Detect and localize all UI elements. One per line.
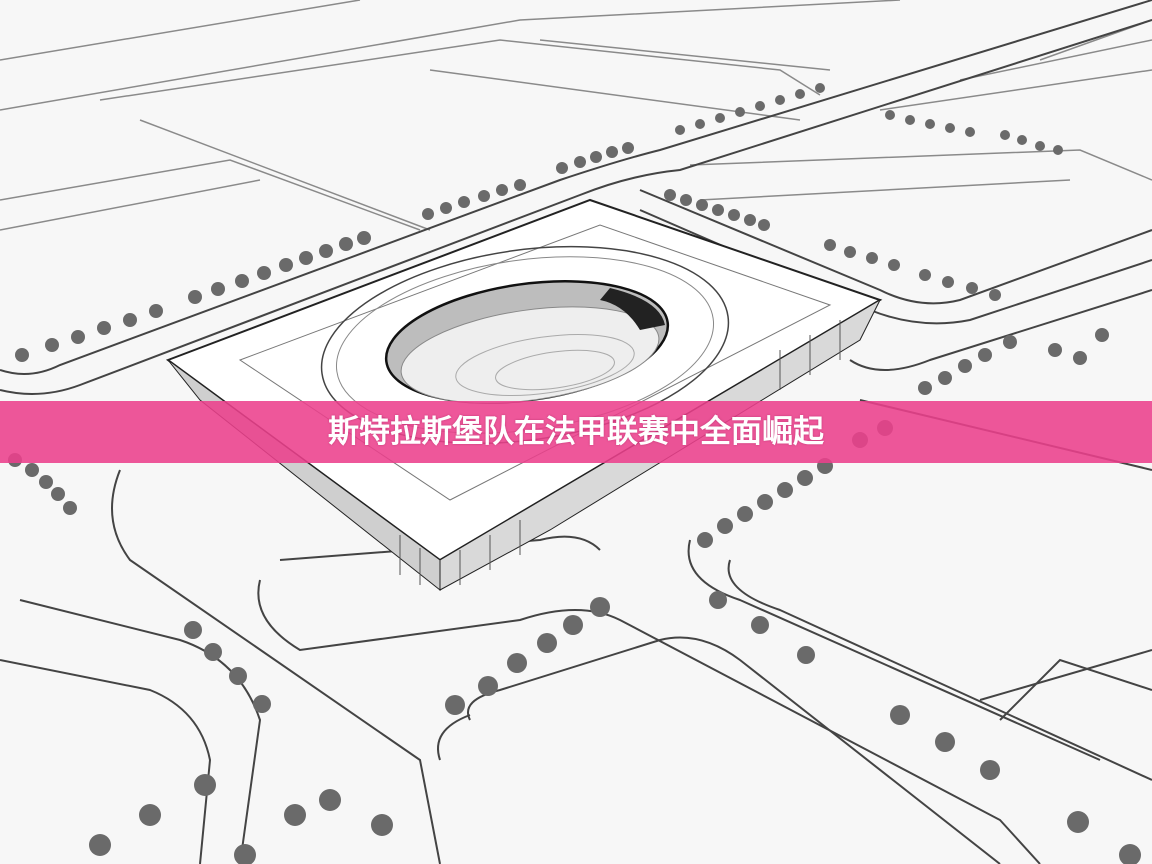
title-banner: 斯特拉斯堡队在法甲联赛中全面崛起 (0, 401, 1152, 463)
road-grid (0, 0, 1152, 231)
tree-rows (8, 83, 1141, 864)
banner-title: 斯特拉斯堡队在法甲联赛中全面崛起 (328, 414, 824, 450)
